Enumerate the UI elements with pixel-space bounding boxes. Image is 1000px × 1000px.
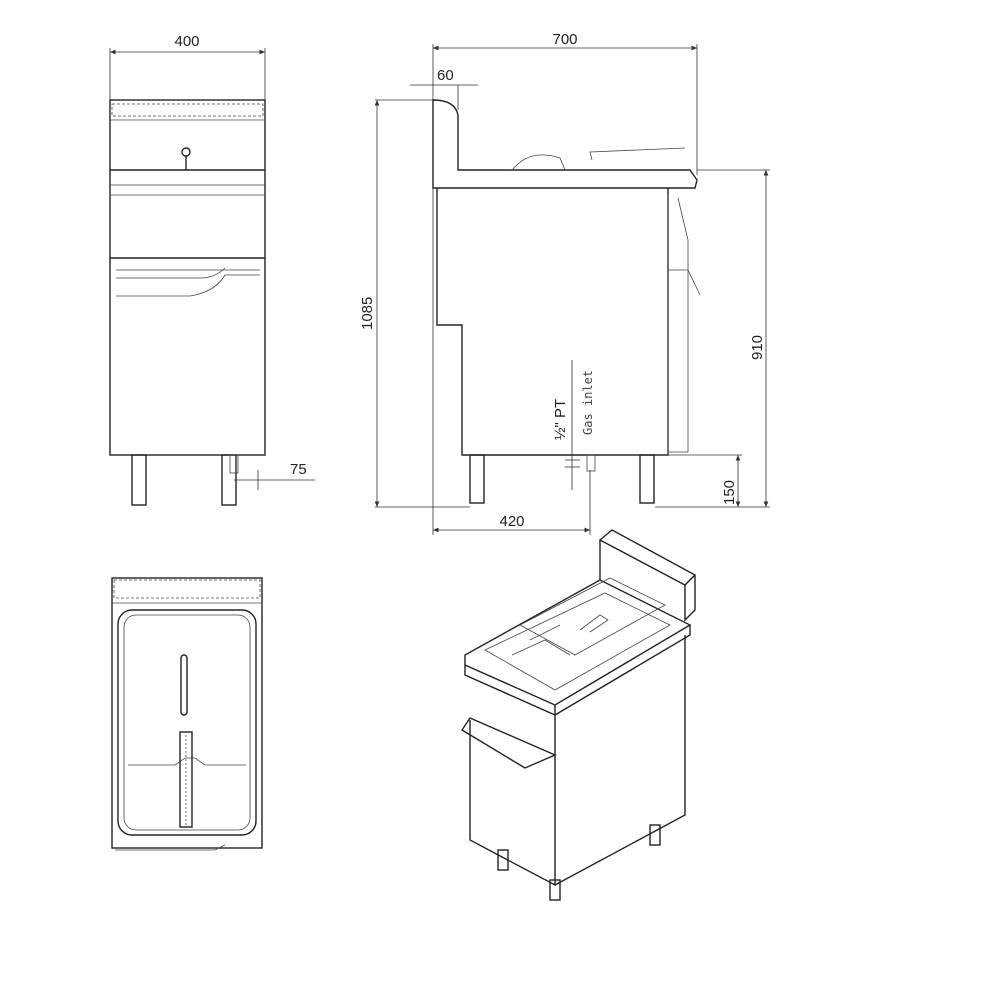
side-view: 700 60 1085 910 150 420 ½" PT Gas inlet [359, 31, 770, 535]
isometric-view [461, 529, 697, 901]
gas-inlet-label: Gas inlet [581, 370, 595, 435]
gas-inlet-size: ½" PT [552, 399, 569, 440]
dim-inlet-offset-front: 75 [290, 461, 307, 478]
front-view: 75 400 [109, 33, 315, 506]
top-view [111, 577, 263, 851]
dim-worktop-height: 910 [749, 335, 766, 360]
dim-inlet-depth: 420 [499, 513, 524, 530]
dim-total-height: 1085 [359, 297, 376, 330]
dim-front-width: 400 [174, 33, 199, 50]
dim-backsplash: 60 [437, 67, 454, 84]
dim-inlet-height: 150 [721, 480, 738, 505]
dim-side-depth: 700 [552, 31, 577, 48]
